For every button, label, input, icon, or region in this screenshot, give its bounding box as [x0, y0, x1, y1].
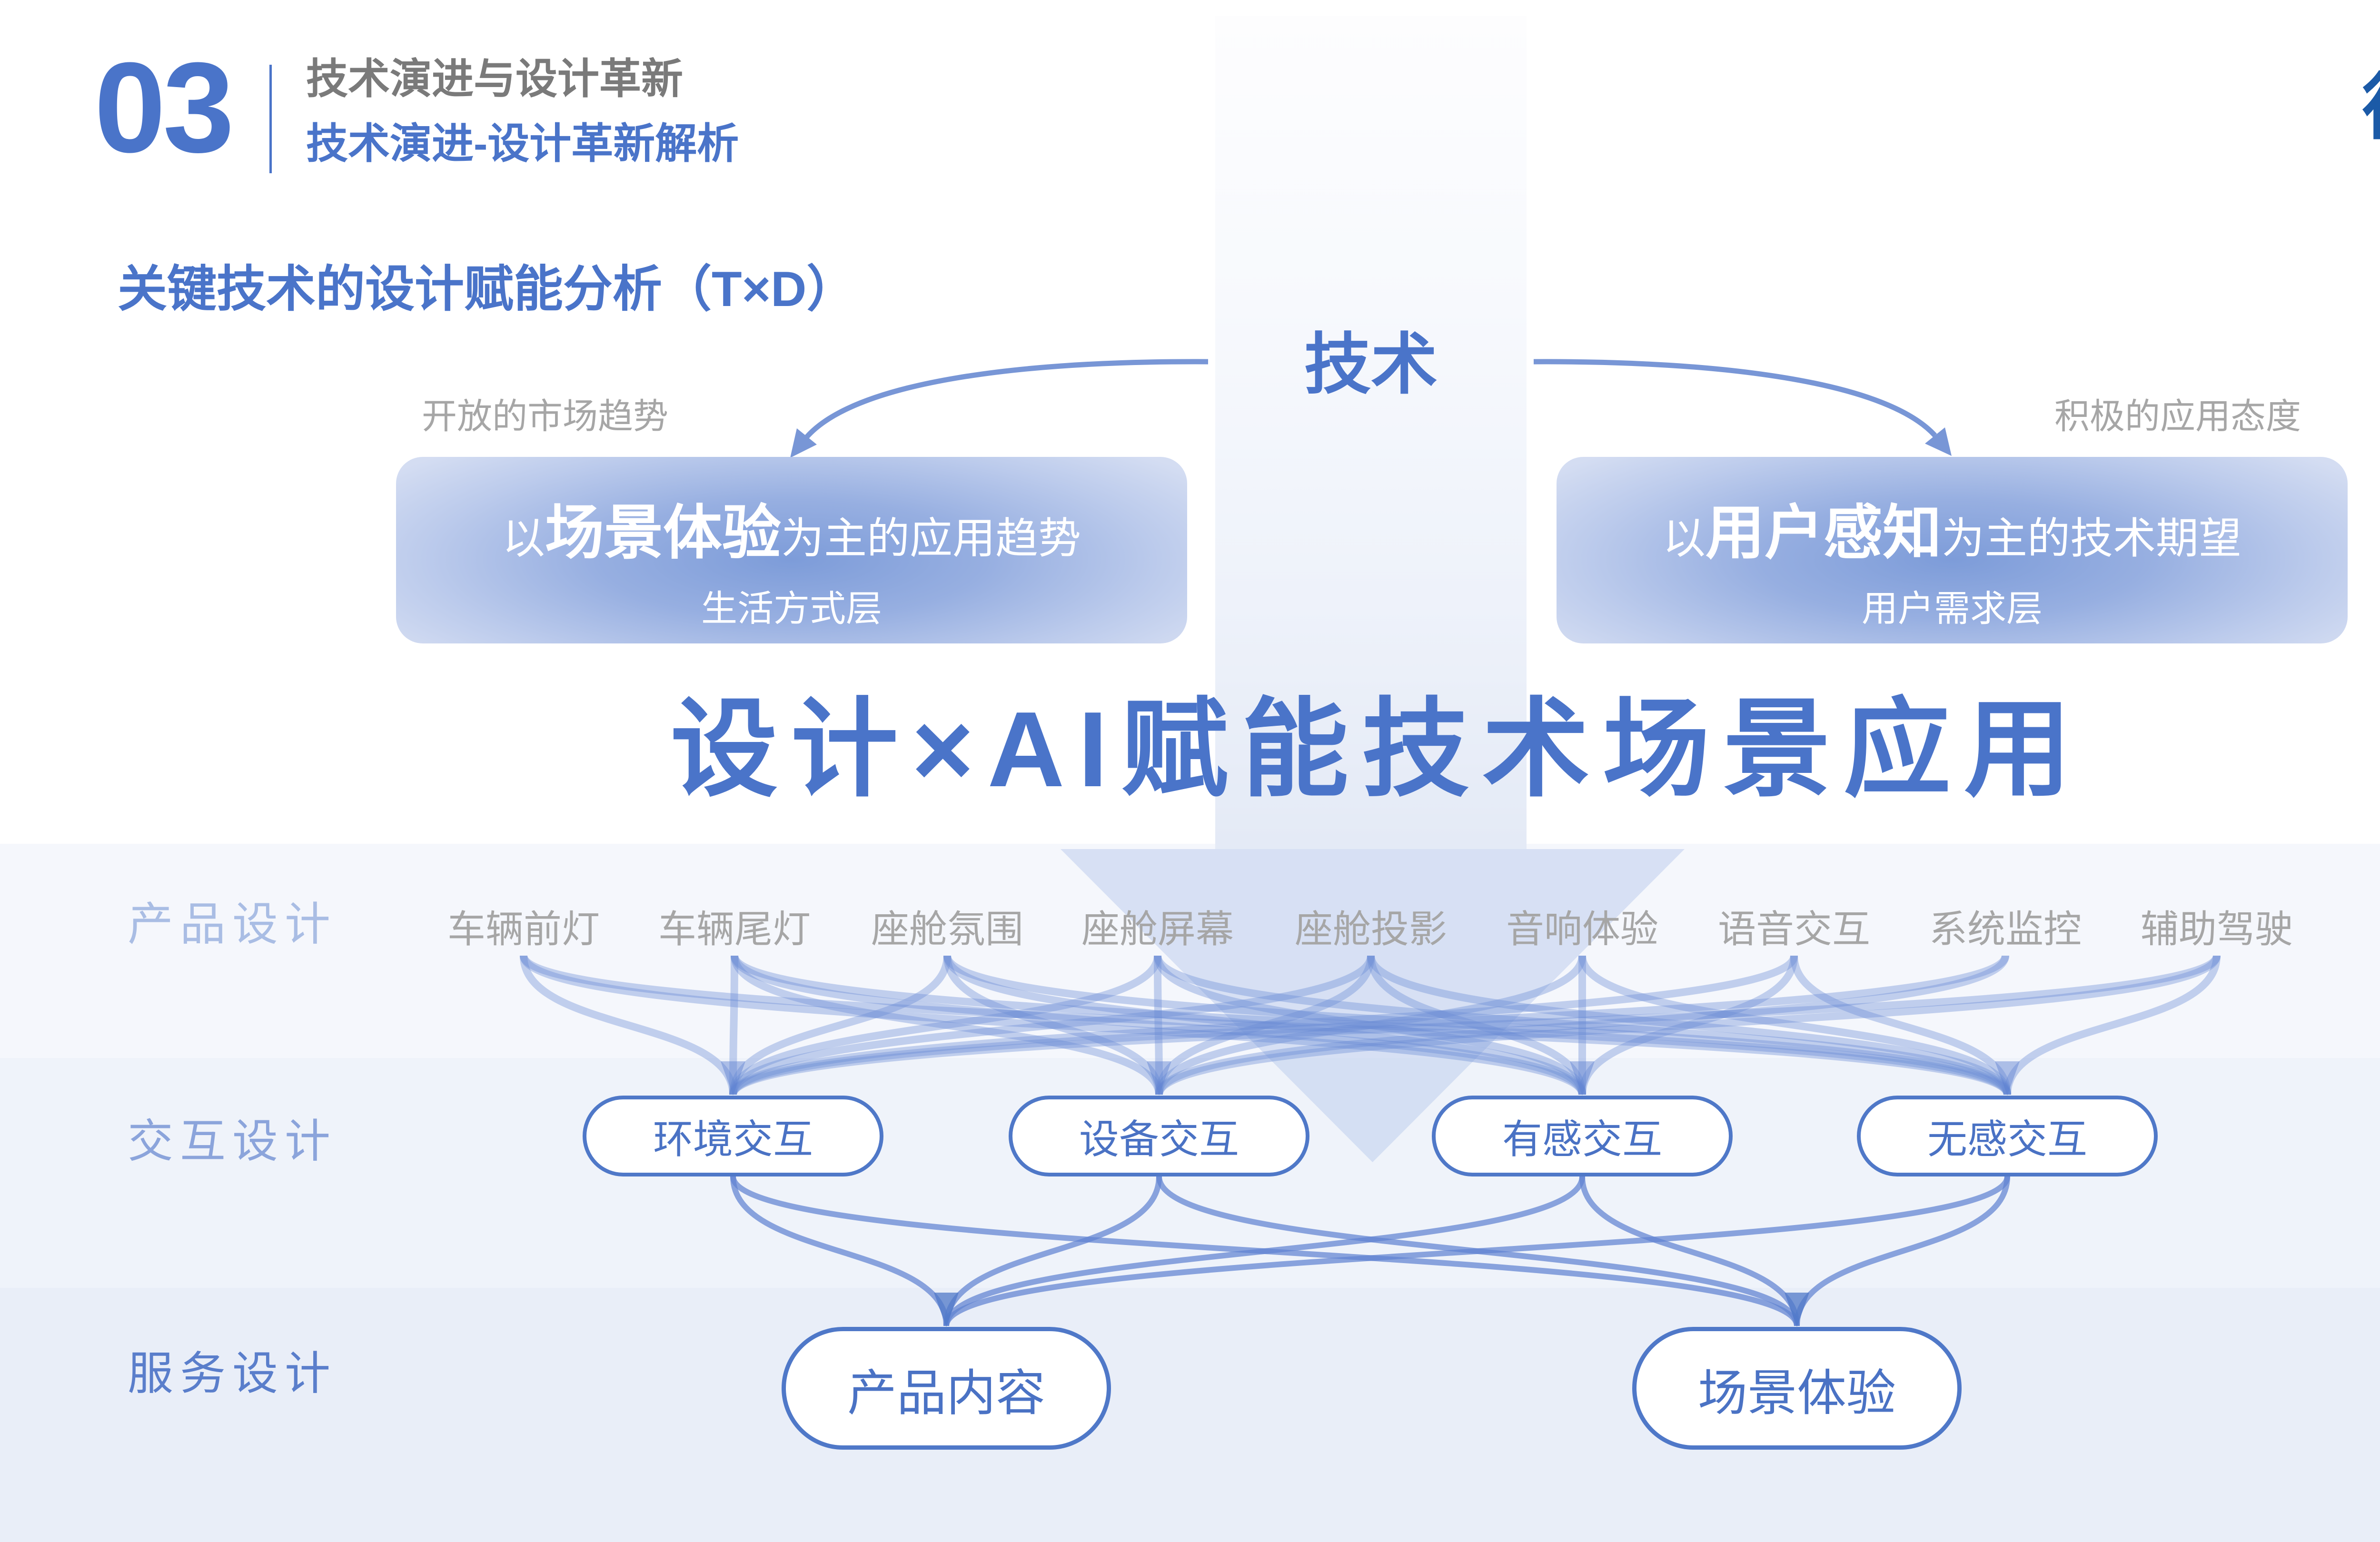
- flow-link: [1790, 955, 2011, 1095]
- flow-link: [731, 955, 2011, 1096]
- flow-link: [1155, 955, 2221, 1096]
- tech-item-cabin-ambience: 座舱氛围: [871, 908, 1023, 950]
- flow-link: [729, 955, 2009, 1096]
- lifestyle-layer-statement: 以场景体验为主的应用趋势: [396, 501, 1187, 565]
- tech-item-cabin-projection: 座舱投影: [1295, 908, 1447, 950]
- node-scene-experience: 场景体验: [1632, 1327, 1962, 1450]
- row-label-interaction-design: 交互设计: [128, 1116, 337, 1167]
- statement-suffix: 为主的技术期望: [1942, 515, 2241, 563]
- lifestyle-layer-label: 生活方式层: [701, 589, 882, 629]
- flow-link: [731, 955, 1586, 1096]
- tech-item-voice-interaction: 语音交互: [1718, 908, 1870, 950]
- flow-link: [1367, 955, 1586, 1095]
- flow-link: [730, 1176, 949, 1326]
- flow-link: [729, 955, 1798, 1096]
- section-subtitle: 技术演进-设计革新解析: [306, 120, 739, 167]
- row-label-service-design: 服务设计: [128, 1348, 337, 1399]
- brand-logo: 德赛西威: [2362, 71, 2380, 144]
- flow-link: [1155, 955, 2009, 1096]
- header-divider: [269, 65, 272, 173]
- flow-link: [729, 954, 2221, 1096]
- arrowhead-icon: [1570, 1061, 1595, 1096]
- flow-link: [729, 955, 1161, 1095]
- tech-item-system-monitoring: 系统监控: [1929, 908, 2082, 950]
- user-needs-layer-label: 用户需求层: [1862, 589, 2043, 629]
- arrowhead-icon: [934, 1293, 959, 1327]
- section-title: 技术演进与设计革新: [306, 55, 684, 102]
- node-device-interaction: 设备交互: [1009, 1096, 1309, 1176]
- application-attitude-caption: 积极的应用态度: [2054, 396, 2301, 436]
- flow-link: [943, 955, 2011, 1096]
- flow-link: [1794, 1176, 2010, 1326]
- flow-link: [1154, 955, 1586, 1095]
- flow-link: [2003, 955, 2221, 1095]
- flow-link: [943, 1176, 2010, 1327]
- tech-item-audio-experience: 音响体验: [1506, 908, 1658, 950]
- flow-link: [1154, 955, 2011, 1096]
- node-product-content: 产品内容: [782, 1327, 1111, 1450]
- page-heading: 关键技术的设计赋能分析（T×D）: [118, 262, 856, 317]
- flow-link: [729, 955, 738, 1095]
- node-environment-interaction: 环境交互: [583, 1096, 883, 1176]
- flow-link: [1578, 955, 2011, 1095]
- node-perceptible-interaction: 有感交互: [1432, 1096, 1733, 1176]
- row-label-product-design: 产品设计: [128, 899, 337, 950]
- flow-link: [731, 955, 1163, 1095]
- tech-item-driver-assistance: 辅助驾驶: [2141, 908, 2293, 950]
- flow-link: [943, 1176, 1162, 1326]
- arrow-to-left-box: [804, 359, 1209, 439]
- user-needs-layer-statement: 以用户感知为主的技术期望: [1557, 501, 2348, 565]
- flow-link: [520, 954, 2011, 1096]
- arrowhead-icon: [1995, 1061, 2020, 1096]
- flow-link: [943, 955, 1586, 1096]
- node-imperceptible-interaction: 无感交互: [1857, 1096, 2158, 1176]
- user-needs-layer-box: 以用户感知为主的技术期望 用户需求层: [1557, 457, 2348, 643]
- statement-prefix: 以: [502, 515, 545, 563]
- tech-item-cabin-screen: 座舱屏幕: [1081, 908, 1234, 950]
- arrowhead-icon: [721, 1061, 745, 1096]
- flow-link: [943, 955, 1163, 1095]
- tech-item-headlights: 车辆前灯: [447, 908, 600, 950]
- flow-link: [1367, 955, 2011, 1096]
- arrowhead-icon: [1925, 427, 1952, 456]
- top-arrows: [790, 359, 1952, 458]
- arrowhead-icon: [1785, 1293, 1809, 1327]
- statement-prefix: 以: [1662, 515, 1706, 563]
- statement-suffix: 为主的应用趋势: [781, 515, 1081, 563]
- section-number: 03: [94, 36, 234, 179]
- flow-link: [520, 955, 1586, 1096]
- flow-link: [943, 1176, 1585, 1326]
- statement-emphasis: 用户感知: [1705, 500, 1942, 566]
- flow-link: [729, 955, 1375, 1096]
- flow-link: [1155, 955, 1586, 1095]
- flow-link: [729, 955, 951, 1095]
- lifestyle-layer-box: 以场景体验为主的应用趋势 生活方式层: [396, 457, 1187, 643]
- arrow-to-right-box: [1533, 359, 1937, 437]
- arrowhead-icon: [790, 428, 817, 458]
- flow-link: [520, 955, 737, 1095]
- service-design-band: [0, 1288, 2380, 1542]
- flow-link: [1154, 955, 1163, 1095]
- arrowhead-icon: [1147, 1061, 1171, 1096]
- tech-item-taillights: 车辆尾灯: [658, 908, 811, 950]
- statement-emphasis: 场景体验: [545, 500, 781, 566]
- diagram-links: [520, 954, 2221, 1327]
- flow-link: [1578, 955, 1798, 1095]
- down-arrow-shaft: [1215, 16, 1527, 849]
- flow-link: [1579, 1176, 1800, 1326]
- flow-link: [1155, 955, 1375, 1095]
- technology-label: 技术: [1304, 327, 1438, 402]
- main-title: 设计×AI赋能技术场景应用: [670, 689, 2085, 809]
- market-trend-caption: 开放的市场趋势: [422, 396, 668, 436]
